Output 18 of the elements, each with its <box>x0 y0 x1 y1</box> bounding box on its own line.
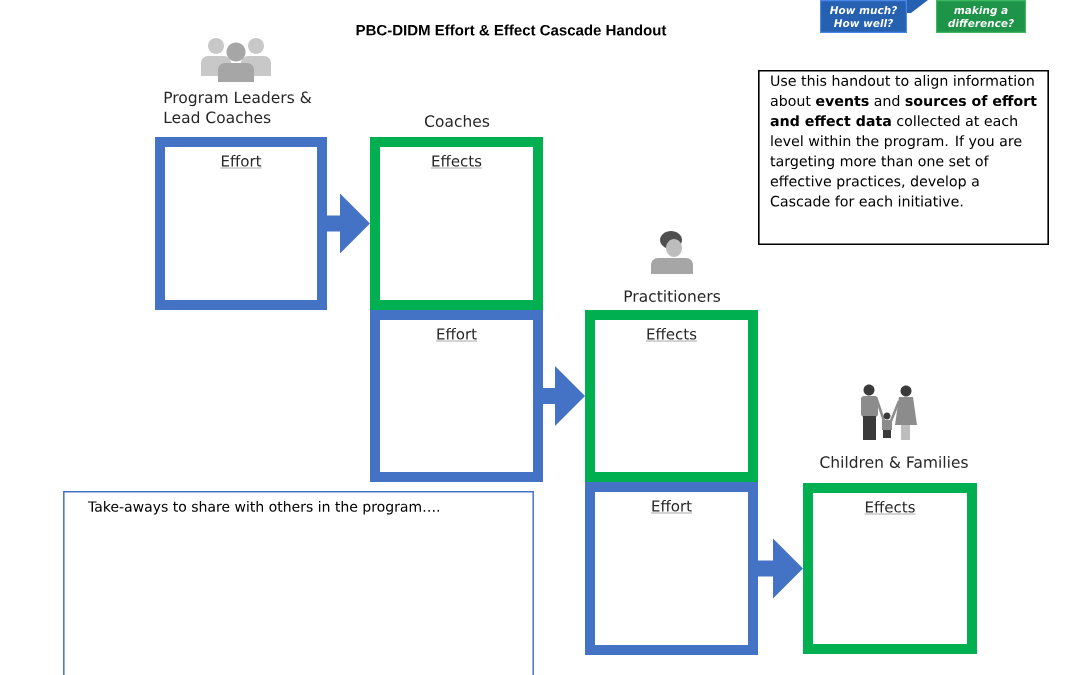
answer-box: Effects <box>803 483 977 654</box>
title: PBC-DIDM Effort & Effect Cascade Handout <box>356 24 667 36</box>
callout-box: How much? How well? <box>820 0 928 33</box>
column-heading: Program Leaders & Lead Coaches <box>164 91 312 124</box>
answer-box: Effects <box>370 137 543 310</box>
answer-box: Effort <box>155 137 327 310</box>
block-arrow <box>543 366 585 426</box>
column-heading: Coaches <box>425 115 490 127</box>
note-box: Use this handout to align information about events and sources of effort and effect data collected at each level within the program. If you are targeting more than one set of effective practices, develop a Cascade for each initiative. <box>758 70 1049 245</box>
answer-box: Take-aways to share with others in the program…. <box>63 491 534 675</box>
answer-box: Effects <box>585 310 758 482</box>
answer-box: Effort <box>370 310 543 482</box>
label-box: making a difference? <box>936 0 1026 33</box>
block-arrow <box>327 193 370 254</box>
block-arrow <box>758 538 803 599</box>
column-heading: Practitioners <box>624 290 721 302</box>
column-heading: Children & Families <box>820 456 968 468</box>
answer-box: Effort <box>585 482 758 655</box>
